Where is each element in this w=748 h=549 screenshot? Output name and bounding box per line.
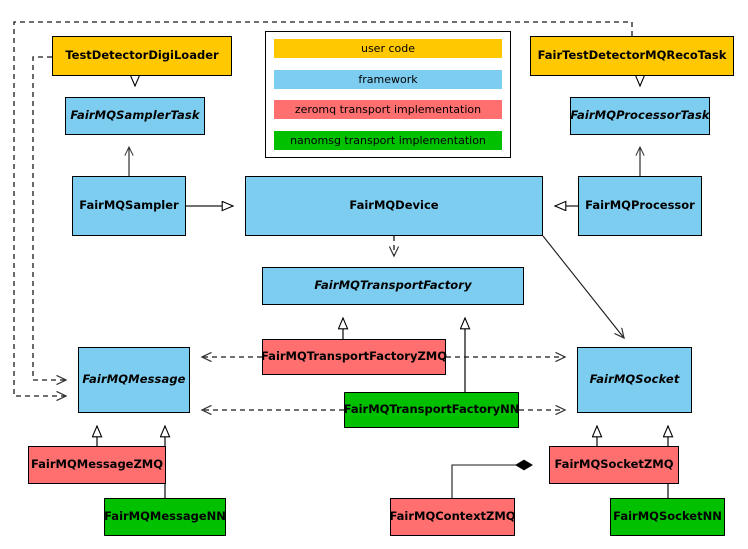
class-box-fairmqdevice[interactable]: FairMQDevice (245, 176, 543, 236)
class-box-testdetectordigiloader[interactable]: TestDetectorDigiLoader (52, 36, 232, 76)
legend-item-zeromq: zeromq transport implementation (274, 100, 502, 120)
edge-digiloader-to-message (32, 56, 66, 380)
class-box-fairmqtransportfactorynn[interactable]: FairMQTransportFactoryNN (344, 392, 519, 428)
class-box-fairmqprocessor[interactable]: FairMQProcessor (578, 176, 702, 236)
class-box-fairmqsampler[interactable]: FairMQSampler (72, 176, 186, 236)
edge-contextzmq-to-socketzmq (451, 459, 533, 498)
class-box-fairmqmessagenn[interactable]: FairMQMessageNN (104, 498, 226, 536)
legend-item-framework: framework (274, 69, 502, 89)
class-box-fairmqsocket[interactable]: FairMQSocket (577, 347, 692, 413)
edge-device-to-socket (542, 235, 624, 338)
class-box-fairmqcontextzmq[interactable]: FairMQContextZMQ (389, 498, 516, 536)
class-box-fairmqprocessortask[interactable]: FairMQProcessorTask (570, 97, 710, 135)
class-box-fairmqsamplertask[interactable]: FairMQSamplerTask (65, 97, 205, 135)
class-box-fairmqsocketnn[interactable]: FairMQSocketNN (610, 498, 725, 536)
class-box-fairmqsocketzmq[interactable]: FairMQSocketZMQ (549, 446, 679, 484)
class-box-fairmqtransportfactoryzmq[interactable]: FairMQTransportFactoryZMQ (261, 339, 447, 375)
legend-item-user-code: user code (274, 39, 502, 58)
class-box-fairmqtransportfactory[interactable]: FairMQTransportFactory (262, 267, 524, 305)
class-box-fairmqmessagezmq[interactable]: FairMQMessageZMQ (28, 446, 166, 484)
class-box-fairtestdetectormqrecotask[interactable]: FairTestDetectorMQRecoTask (530, 36, 734, 76)
class-box-fairmqmessage[interactable]: FairMQMessage (78, 347, 190, 413)
legend-panel: user code framework zeromq transport imp… (265, 31, 511, 158)
legend-item-nanomsg: nanomsg transport implementation (274, 130, 502, 150)
